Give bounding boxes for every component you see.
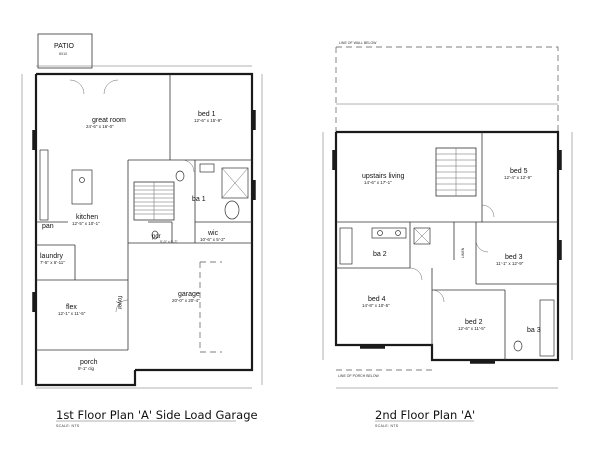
- pan-label: pan: [42, 223, 54, 230]
- second-floor-scale: SCALE: NTS: [375, 424, 399, 428]
- bed5-label: bed 5: [510, 168, 528, 175]
- garage-label: garage: [178, 291, 200, 298]
- kitchen-island: [71, 169, 93, 205]
- exterior-walls-2: [334, 130, 560, 362]
- toilet-ba1: [175, 170, 185, 182]
- toilet-pdr: [151, 230, 159, 240]
- upstairs-living-label: upstairs living: [362, 173, 405, 180]
- door-bed3: [475, 239, 489, 253]
- second-floor-plan: LINE OF WALL BELOW: [322, 41, 573, 428]
- bed2-dim: 12'-6" x 11'-5": [458, 326, 486, 331]
- bed3-label: bed 3: [505, 254, 523, 261]
- door-bed4: [409, 267, 423, 281]
- upstairs-living-dim: 14'-6" x 17'-1": [364, 180, 392, 185]
- pdr-label: pdr: [152, 234, 161, 240]
- great-room-dim: 24'-6" x 16'-0": [86, 124, 114, 129]
- door-bed5: [481, 204, 495, 218]
- stairs-first-floor: [133, 181, 175, 221]
- bed1-label: bed 1: [198, 111, 216, 118]
- door-patio: [69, 79, 85, 95]
- first-floor-plan: PATIO 8X10: [21, 33, 263, 428]
- porch-label: porch: [80, 359, 98, 366]
- second-floor-caption: 2nd Floor Plan 'A': [375, 408, 475, 422]
- bed3-dim: 11'-1" x 12'-9": [496, 261, 524, 266]
- door-bed1: [181, 159, 195, 173]
- ba1-label: ba 1: [192, 196, 206, 203]
- first-floor-scale: SCALE: NTS: [56, 424, 80, 428]
- door-bed2: [431, 289, 445, 303]
- patio-dim: 8X10: [59, 52, 67, 56]
- door-patio-2: [103, 79, 119, 95]
- laundry-label: laundry: [40, 253, 63, 260]
- linen-label: LINEN: [461, 247, 465, 258]
- vanity-ba1: [199, 163, 215, 173]
- great-room-label: great room: [92, 117, 126, 124]
- flex-dim: 12'-1" x 11'-5": [58, 311, 86, 316]
- porch-dim: 9'-1" clg: [78, 366, 94, 371]
- line-of-wall-below-label: LINE OF WALL BELOW: [339, 41, 377, 45]
- tub: [224, 200, 240, 220]
- kitchen-counter: [39, 149, 49, 221]
- wic-label: wic: [207, 230, 219, 237]
- bed5-dim: 12'-4" x 12'-9": [504, 175, 532, 180]
- bed2-label: bed 2: [465, 319, 483, 326]
- pdr-dim: 5'-0" x 5'-3": [160, 240, 178, 244]
- foyer-label: foyer: [116, 296, 122, 309]
- bed4-label: bed 4: [368, 296, 386, 303]
- kitchen-label: kitchen: [76, 214, 98, 221]
- kitchen-sink: [79, 177, 85, 183]
- flex-label: flex: [66, 304, 77, 311]
- ba3-label: ba 3: [527, 327, 541, 334]
- kitchen-dim: 12'-5" x 10'-1": [72, 221, 100, 226]
- patio-label: PATIO: [54, 43, 75, 50]
- bed1-dim: 12'-6" x 15'-9": [194, 118, 222, 123]
- patio-outline: [37, 33, 93, 69]
- toilet-ba3: [513, 340, 523, 352]
- line-of-porch-below-label: LINE OF PORCH BELOW: [338, 374, 380, 378]
- tub-ba3: [539, 299, 555, 357]
- door-flex: [115, 299, 129, 313]
- bed4-dim: 14'-8" x 10'-5": [362, 303, 390, 308]
- exterior-wall-left: [34, 74, 137, 387]
- first-floor-caption: 1st Floor Plan 'A' Side Load Garage: [56, 408, 258, 422]
- tub-ba2: [339, 227, 353, 265]
- ba2-label: ba 2: [373, 251, 387, 258]
- wic-dim: 10'-6" x 5'-2": [200, 237, 226, 242]
- vanity-ba2: [371, 227, 407, 239]
- stairs-second-floor: [435, 147, 477, 197]
- garage-dim: 20'-0" x 20'-4": [172, 298, 200, 303]
- laundry-dim: 7'-5" x 6'-11": [40, 260, 65, 265]
- line-of-wall-below: [336, 46, 559, 132]
